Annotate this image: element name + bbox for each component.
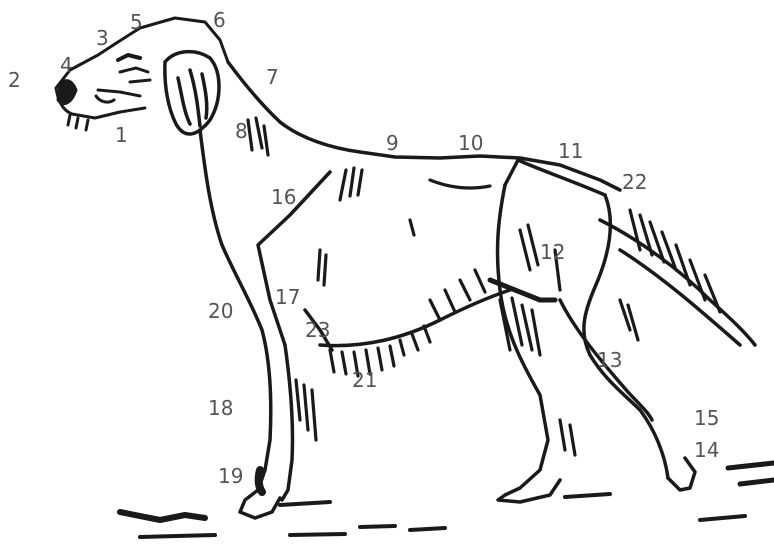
label-21: 21 [352,370,377,390]
dog-fur-strokes [248,118,720,455]
label-13: 13 [597,350,622,370]
label-9: 9 [386,133,399,153]
label-4: 4 [60,55,73,75]
label-2: 2 [8,70,21,90]
label-1: 1 [115,125,128,145]
label-11: 11 [558,141,583,161]
dog-underline [320,290,510,346]
label-10: 10 [458,133,483,153]
label-7: 7 [266,67,279,87]
label-6: 6 [213,10,226,30]
label-3: 3 [96,28,109,48]
label-5: 5 [130,12,143,32]
label-20: 20 [208,301,233,321]
label-14: 14 [694,440,719,460]
label-15: 15 [694,408,719,428]
label-23: 23 [305,320,330,340]
label-8: 8 [235,121,248,141]
label-12: 12 [540,242,565,262]
dog-ear [165,52,219,134]
label-17: 17 [275,287,300,307]
label-16: 16 [271,187,296,207]
label-22: 22 [622,172,647,192]
label-18: 18 [208,398,233,418]
dog-topline [228,62,620,195]
label-19: 19 [218,466,243,486]
